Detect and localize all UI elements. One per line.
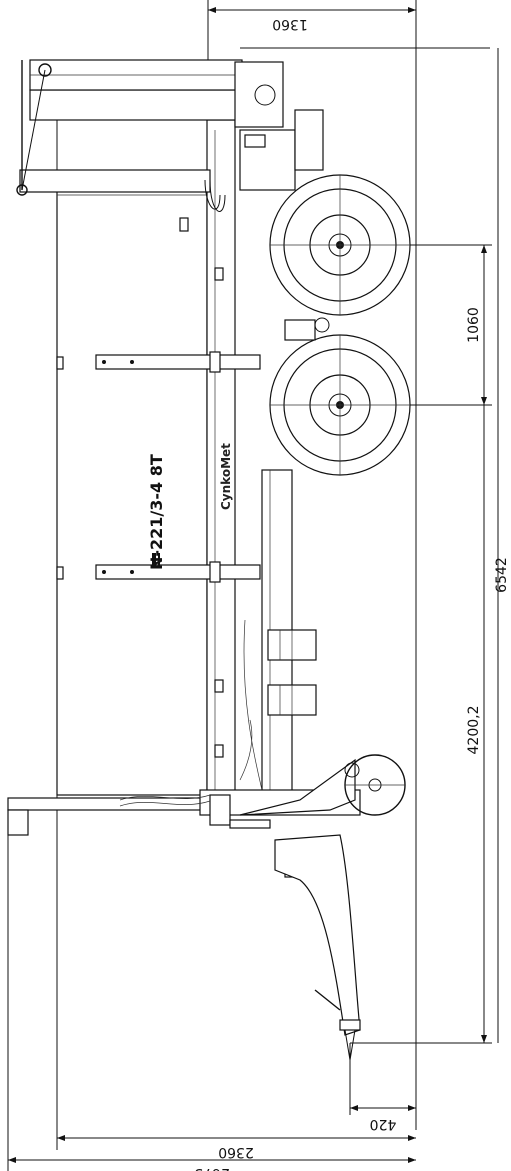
model-label: N-221/3-4 8T bbox=[147, 454, 166, 570]
dim-label-2675: 2675 bbox=[194, 1165, 230, 1171]
model-text: N-221/3-4 8T bbox=[147, 454, 166, 570]
dimension-drawbar-to-axle bbox=[350, 405, 492, 1044]
trailer-body bbox=[56, 119, 275, 811]
wheel-front bbox=[269, 334, 411, 476]
dim-label-1360: 1360 bbox=[272, 16, 308, 32]
dim-label-420: 420 bbox=[370, 1116, 397, 1132]
dim-label-6542: 6542 bbox=[494, 557, 510, 593]
dimension-overall-width bbox=[7, 810, 416, 1171]
brand-text: CynkoMet bbox=[219, 443, 233, 510]
dimension-drawbar-offset bbox=[349, 1043, 416, 1115]
dim-label-1060: 1060 bbox=[466, 307, 482, 343]
front-assembly bbox=[7, 754, 406, 1061]
dimension-top-width bbox=[207, 0, 417, 60]
dim-label-2360: 2360 bbox=[218, 1144, 254, 1160]
dimension-wheel-spacing bbox=[400, 244, 492, 406]
dim-label-4200-2: 4200,2 bbox=[466, 706, 482, 755]
hydraulic-hoses bbox=[119, 719, 253, 807]
wheel-rear bbox=[269, 174, 411, 316]
valve-blocks bbox=[243, 619, 317, 791]
rear-assembly bbox=[16, 59, 324, 212]
